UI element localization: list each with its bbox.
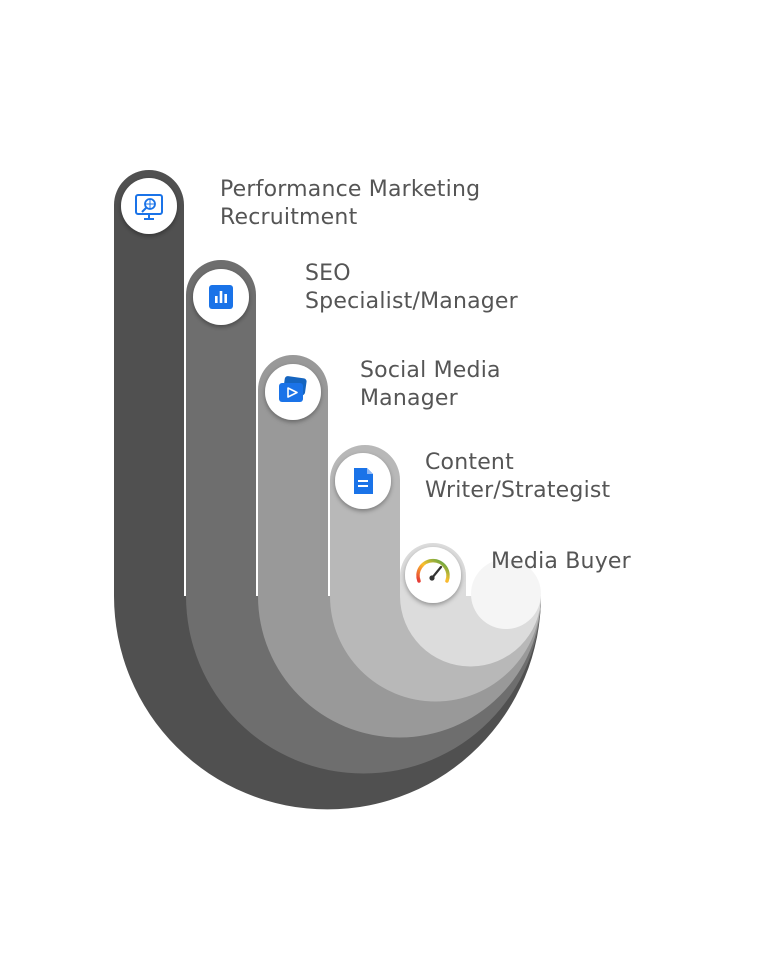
stage-label-line: Content — [425, 450, 514, 475]
stage-label-line: Recruitment — [220, 205, 358, 230]
video-play-icon — [265, 364, 321, 420]
stage-label-content-writer: Content Writer/Strategist — [425, 449, 610, 505]
stage-label-line: Writer/Strategist — [425, 478, 611, 503]
bar-chart-icon — [193, 269, 249, 325]
stage-label-seo: SEO Specialist/Manager — [305, 260, 518, 316]
stage-label-line: Media Buyer — [491, 549, 631, 574]
stage-label-line: SEO — [305, 261, 351, 286]
document-icon — [335, 453, 391, 509]
stage-label-media-buyer: Media Buyer — [491, 548, 631, 576]
stage-label-line: Specialist/Manager — [305, 289, 518, 314]
stage-label-social-media: Social Media Manager — [360, 357, 501, 413]
speedometer-icon — [405, 547, 461, 603]
stage-label-line: Social Media — [360, 358, 501, 383]
inner-hub-circle — [471, 559, 541, 629]
monitor-magnifier-icon — [121, 178, 177, 234]
stage-label-performance-marketing: Performance Marketing Recruitment — [220, 176, 480, 232]
stage-label-line: Performance Marketing — [220, 177, 481, 202]
stage-label-line: Manager — [360, 386, 458, 411]
